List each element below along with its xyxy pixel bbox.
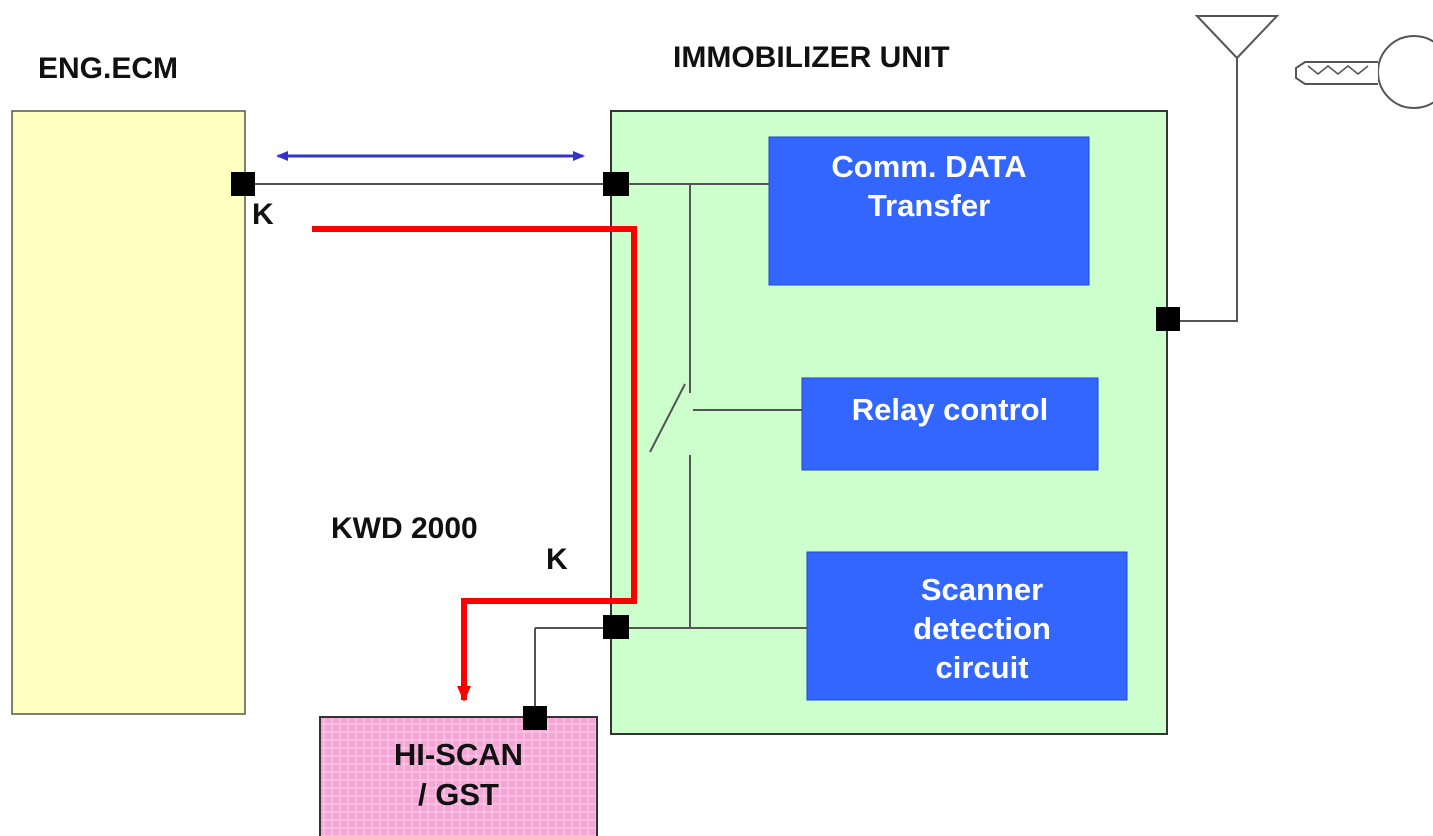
immobilizer-top-connector <box>603 172 629 196</box>
hiscan-line2: / GST <box>418 777 499 812</box>
immobilizer-unit-label: IMMOBILIZER UNIT <box>673 41 950 74</box>
comm-data-transfer-text: Comm. DATA Transfer <box>769 146 1089 226</box>
relay-control-label: Relay control <box>851 391 1049 427</box>
scanner-line1: Scanner <box>920 571 1044 607</box>
antenna-feed-wire <box>1167 58 1238 322</box>
scanner-line2: detection <box>913 610 1051 646</box>
hiscan-line1: HI-SCAN <box>393 737 524 772</box>
kwd-2000-label: KWD 2000 <box>331 512 478 545</box>
kline-diagnostic-path <box>312 226 637 702</box>
relay-control-block <box>801 377 1099 471</box>
scanner-line3: circuit <box>935 649 1029 685</box>
k-line-top-label: K <box>252 198 274 231</box>
comm-data-transfer-block <box>768 136 1090 286</box>
key-icon <box>1295 35 1433 109</box>
comm-data-line2: Transfer <box>867 188 991 223</box>
k-line-bottom-label: K <box>546 543 568 576</box>
comm-data-line1: Comm. DATA <box>831 149 1027 184</box>
hiscan-connector <box>523 706 547 730</box>
scanner-detection-block <box>806 551 1128 701</box>
wiring <box>245 58 1238 717</box>
immobilizer-bottom-connector <box>603 615 629 639</box>
hiscan-text: HI-SCAN / GST <box>320 733 597 817</box>
eng-ecm-block <box>11 110 246 715</box>
connectors <box>231 172 1180 730</box>
antenna-connector <box>1156 307 1180 331</box>
relay-switch-blade <box>649 383 686 453</box>
antenna-icon <box>1194 15 1280 60</box>
hiscan-box <box>319 716 598 836</box>
scanner-detection-text: Scanner detection circuit <box>807 566 1157 690</box>
eng-ecm-label: ENG.ECM <box>38 52 179 85</box>
ecm-k-connector <box>231 172 255 196</box>
relay-control-text: Relay control <box>802 386 1098 432</box>
